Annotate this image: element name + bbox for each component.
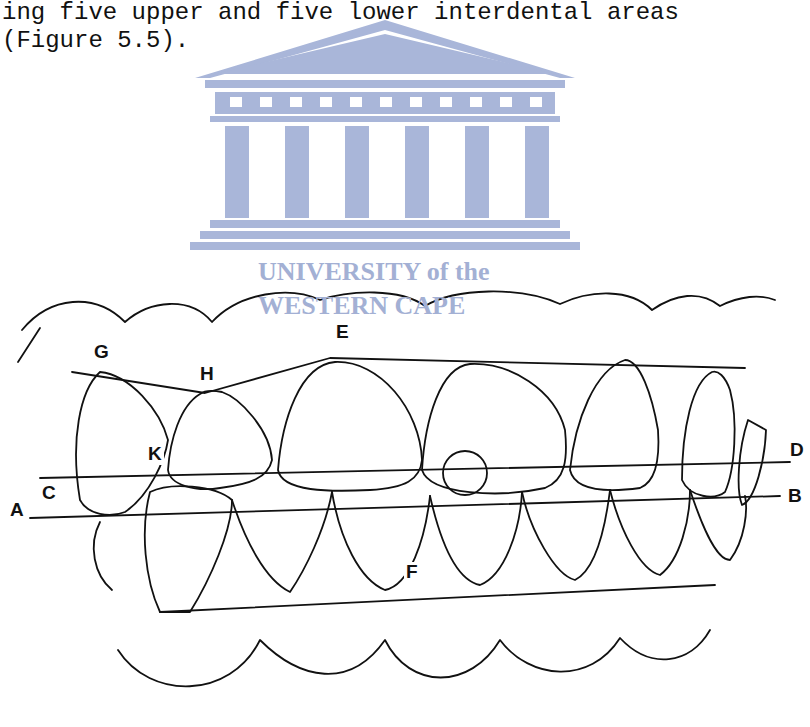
point-label: F <box>404 562 420 583</box>
body-text: (Figure 5.5). <box>2 28 189 54</box>
line-label: B <box>786 486 804 507</box>
point-label: H <box>198 364 216 385</box>
line-label: C <box>40 483 58 504</box>
watermark-text: UNIVERSITY of the <box>258 258 490 287</box>
line-label: A <box>8 500 26 521</box>
point-label: G <box>92 342 111 363</box>
line-label: D <box>788 440 806 461</box>
body-text: ing five upper and five lower interdenta… <box>2 0 679 26</box>
watermark-text: WESTERN CAPE <box>258 292 465 321</box>
point-label: E <box>334 322 351 343</box>
point-label: K <box>146 444 164 465</box>
